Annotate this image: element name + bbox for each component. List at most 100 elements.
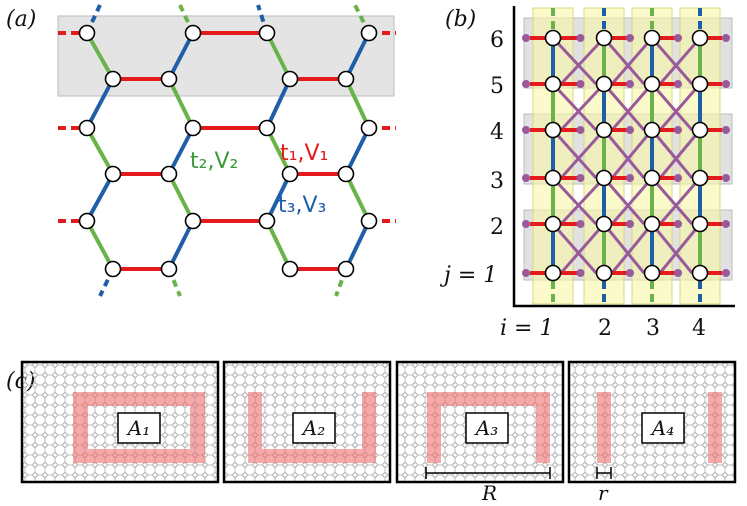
crossing-dot	[626, 34, 634, 42]
lattice-site	[281, 70, 299, 88]
bond-diag	[265, 173, 292, 222]
ladder-diag	[658, 37, 702, 85]
crossing-dot	[576, 34, 585, 42]
ladder-diag	[650, 223, 694, 274]
crossing-dot	[626, 220, 634, 228]
lattice-site	[78, 119, 96, 137]
region-a1-label: A₁	[126, 416, 150, 440]
j-label-5: 5	[490, 74, 504, 99]
ladder-diag	[602, 177, 646, 225]
ladder-site	[595, 264, 613, 282]
crossing-dot	[522, 174, 530, 182]
ladder-diag	[551, 223, 598, 274]
crossing-dot	[522, 126, 530, 134]
i-label-1: i = 1	[500, 316, 553, 341]
ladder-site	[691, 264, 709, 282]
panel-a: (a) t₁,V₁ t₂,V₂ t₃,V₃	[6, 4, 396, 297]
crossing-dot	[522, 220, 530, 228]
region-panel-a3: A₃ R	[395, 360, 565, 505]
ladder-site	[544, 215, 562, 233]
bond-diag	[265, 32, 292, 80]
j-label-3: 3	[490, 169, 504, 194]
crossing-dot	[576, 220, 585, 228]
ladder-diag	[559, 176, 606, 226]
panel-b: (b) 6 5 4 3 2 j = 1 i = 1 2 3 4	[439, 6, 735, 341]
crossing-dot	[674, 269, 682, 277]
lattice-site	[184, 119, 202, 137]
crossing-dot	[722, 126, 730, 134]
bond-label-t2: t₂,V₂	[190, 149, 238, 174]
ladder-site	[544, 264, 562, 282]
ladder-diag	[658, 129, 702, 179]
bond-diag	[85, 173, 115, 222]
ladder-site	[643, 121, 661, 139]
r-label: r	[598, 481, 609, 505]
ladder-diag	[658, 177, 702, 225]
r-scale-bar	[596, 467, 612, 479]
ladder-site	[643, 215, 661, 233]
ladder-diag	[610, 83, 654, 131]
panel-b-label: (b)	[445, 7, 476, 32]
ladder-diag	[610, 129, 654, 179]
crossing-dot	[722, 220, 730, 228]
ladder-diag	[650, 37, 694, 85]
bond-diag	[85, 32, 115, 80]
ladder-diag	[559, 128, 606, 180]
bond-diag	[167, 78, 195, 129]
bond-diag	[85, 220, 115, 270]
lattice-site	[360, 24, 378, 42]
ladder-site	[544, 29, 562, 47]
crossing-dot	[674, 80, 682, 88]
ladder-site	[691, 121, 709, 139]
ladder-diag	[551, 128, 598, 180]
ladder-diag	[610, 177, 654, 225]
axes-frame	[512, 6, 735, 308]
crossing-dot	[674, 126, 682, 134]
honeycomb-sites	[78, 24, 378, 278]
crossing-dot	[722, 80, 730, 88]
crossing-dot	[576, 174, 585, 182]
bond-diag	[167, 220, 195, 270]
ladder-site	[544, 169, 562, 187]
crossing-dot	[722, 269, 730, 277]
bond-label-t1: t₁,V₁	[280, 141, 328, 166]
lattice-site	[258, 119, 276, 137]
lattice-site	[258, 24, 276, 42]
region-a3-label-box	[465, 412, 509, 444]
ladder-site	[691, 215, 709, 233]
crossing-dot	[674, 220, 682, 228]
ladder-site	[595, 169, 613, 187]
lattice-site	[78, 212, 96, 230]
ladder-site	[691, 29, 709, 47]
i-label-4: 4	[692, 316, 706, 341]
bond-diag	[344, 173, 371, 222]
bond-diag	[85, 127, 115, 175]
crossing-dot	[522, 269, 530, 277]
ladder-diag	[650, 83, 694, 131]
ladder-diag	[602, 83, 646, 131]
ladder-site	[595, 75, 613, 93]
region-a4-label: A₄	[650, 416, 674, 440]
lattice-site	[78, 24, 96, 42]
lattice-site	[337, 260, 355, 278]
bond-diag	[167, 173, 195, 222]
i-label-2: 2	[598, 316, 612, 341]
region-a1-shape	[73, 392, 205, 463]
bond-diag	[265, 220, 292, 270]
lattice-site	[360, 119, 378, 137]
j-label-6: 6	[490, 28, 504, 53]
bond-label-t3: t₃,V₃	[278, 193, 326, 218]
ladder-diag	[551, 36, 598, 86]
ladder-diag	[559, 223, 606, 274]
crossing-dot	[576, 80, 585, 88]
panel-c: (c) A₁ A₂ A₃ R	[6, 360, 737, 505]
crossing-dot	[626, 126, 634, 134]
R-scale-bar	[425, 467, 551, 479]
ladder-diag	[551, 176, 598, 226]
crossing-dot	[626, 80, 634, 88]
ladder-diag	[650, 177, 694, 225]
panel-a-label: (a)	[6, 7, 36, 32]
ladder-site	[544, 75, 562, 93]
ladder-diag	[650, 129, 694, 179]
region-a3-shape	[427, 392, 550, 463]
